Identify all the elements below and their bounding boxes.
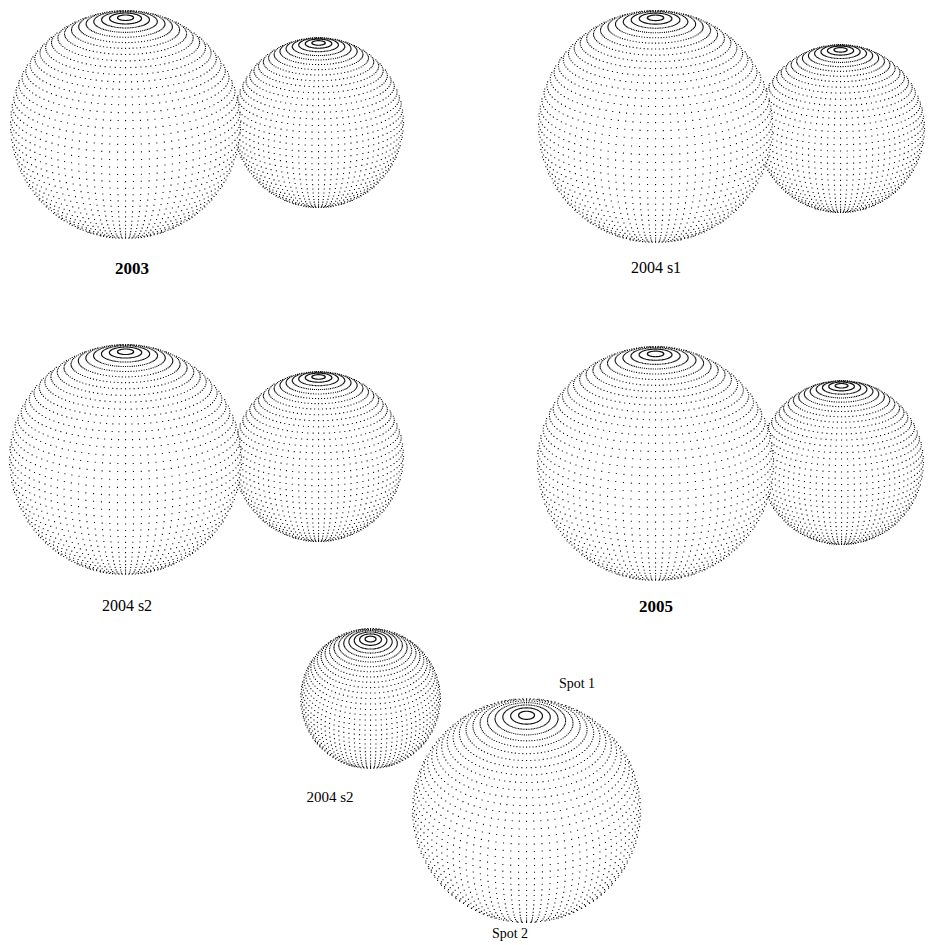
panel-label: 2003 [115, 260, 149, 277]
star-mesh [765, 44, 926, 213]
panel-label: 2004 s1 [631, 260, 681, 276]
panel-label: Spot 2 [492, 927, 528, 941]
star-mesh [9, 344, 242, 575]
star-mesh [300, 628, 441, 769]
star-mesh [537, 346, 774, 581]
star-mesh [237, 37, 404, 208]
panel-label: 2004 s2 [102, 598, 152, 614]
star-mesh [767, 380, 924, 545]
panel-label: Spot 1 [559, 677, 595, 691]
star-mesh [10, 10, 241, 239]
star-mesh [538, 10, 773, 243]
panel-label: 2005 [639, 598, 673, 615]
star-mesh [412, 698, 641, 923]
star-mesh [237, 371, 404, 542]
panel-label: 2004 s2 [306, 790, 353, 805]
